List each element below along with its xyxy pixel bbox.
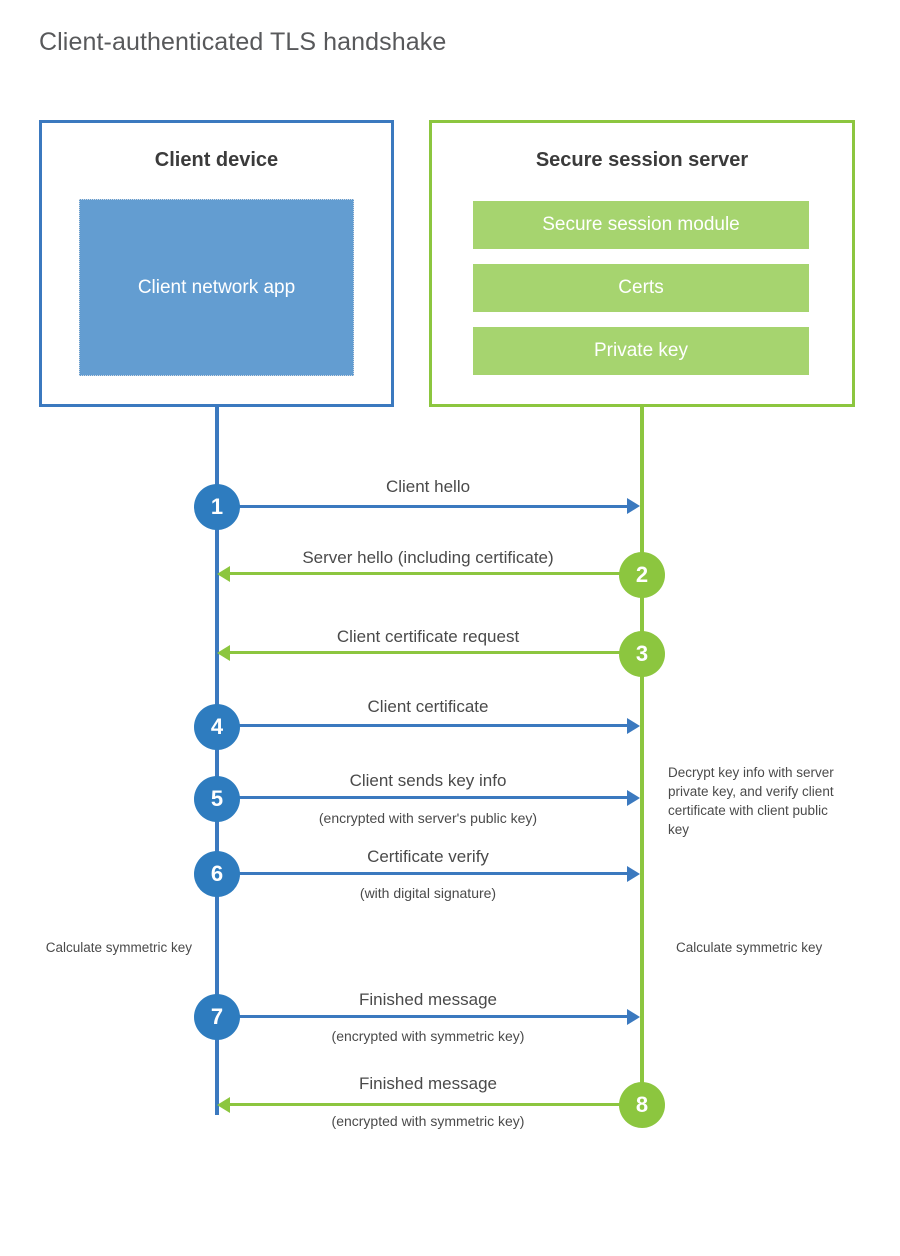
step-badge-8[interactable]: 8 <box>619 1082 665 1128</box>
message-line-1 <box>217 505 627 508</box>
message-arrowhead-8 <box>217 1097 230 1113</box>
message-arrowhead-7 <box>627 1009 640 1025</box>
message-sublabel-6: (with digital signature) <box>359 885 497 901</box>
server-component-secure-session-module: Secure session module <box>473 201 809 249</box>
secure-session-server-box: Secure session server Secure session mod… <box>429 120 855 407</box>
server-component-private-key: Private key <box>473 327 809 375</box>
message-label-4: Client certificate <box>367 697 489 716</box>
message-line-7 <box>217 1015 627 1018</box>
server-lifeline <box>640 406 644 1105</box>
message-label-6: Certificate verify <box>367 847 489 866</box>
message-line-6 <box>217 872 627 875</box>
step-badge-5[interactable]: 5 <box>194 776 240 822</box>
client-device-title: Client device <box>154 149 279 171</box>
message-label-3: Client certificate request <box>336 627 520 646</box>
client-calculate-symmetric-key-note: Calculate symmetric key <box>45 940 192 955</box>
message-line-8 <box>230 1103 640 1106</box>
message-arrowhead-4 <box>627 718 640 734</box>
message-sublabel-5: (encrypted with server's public key) <box>318 810 538 826</box>
server-calculate-symmetric-key-note: Calculate symmetric key <box>676 940 823 955</box>
message-label-1: Client hello <box>385 477 471 496</box>
message-label-7: Finished message <box>359 990 497 1009</box>
message-line-3 <box>230 651 640 654</box>
step-badge-7[interactable]: 7 <box>194 994 240 1040</box>
message-line-4 <box>217 724 627 727</box>
message-arrowhead-5 <box>627 790 640 806</box>
client-device-box: Client device Client network app <box>39 120 394 407</box>
message-arrowhead-1 <box>627 498 640 514</box>
step-badge-3[interactable]: 3 <box>619 631 665 677</box>
message-label-8: Finished message <box>359 1074 497 1093</box>
secure-session-server-title: Secure session server <box>535 149 749 171</box>
client-lifeline <box>215 406 219 1115</box>
server-component-certs: Certs <box>473 264 809 312</box>
page-title: Client-authenticated TLS handshake <box>39 28 447 56</box>
message-line-5 <box>217 796 627 799</box>
message-line-2 <box>230 572 640 575</box>
message-label-2: Server hello (including certificate) <box>302 548 554 567</box>
message-arrowhead-3 <box>217 645 230 661</box>
step-badge-6[interactable]: 6 <box>194 851 240 897</box>
message-arrowhead-2 <box>217 566 230 582</box>
step-badge-4[interactable]: 4 <box>194 704 240 750</box>
step-badge-2[interactable]: 2 <box>619 552 665 598</box>
message-sublabel-7: (encrypted with symmetric key) <box>331 1028 525 1044</box>
client-network-app-box: Client network app <box>79 199 354 376</box>
message-arrowhead-6 <box>627 866 640 882</box>
server-decrypt-note: Decrypt key info with server private key… <box>668 765 834 838</box>
message-sublabel-8: (encrypted with symmetric key) <box>331 1113 525 1129</box>
step-badge-1[interactable]: 1 <box>194 484 240 530</box>
message-label-5: Client sends key info <box>349 771 507 790</box>
